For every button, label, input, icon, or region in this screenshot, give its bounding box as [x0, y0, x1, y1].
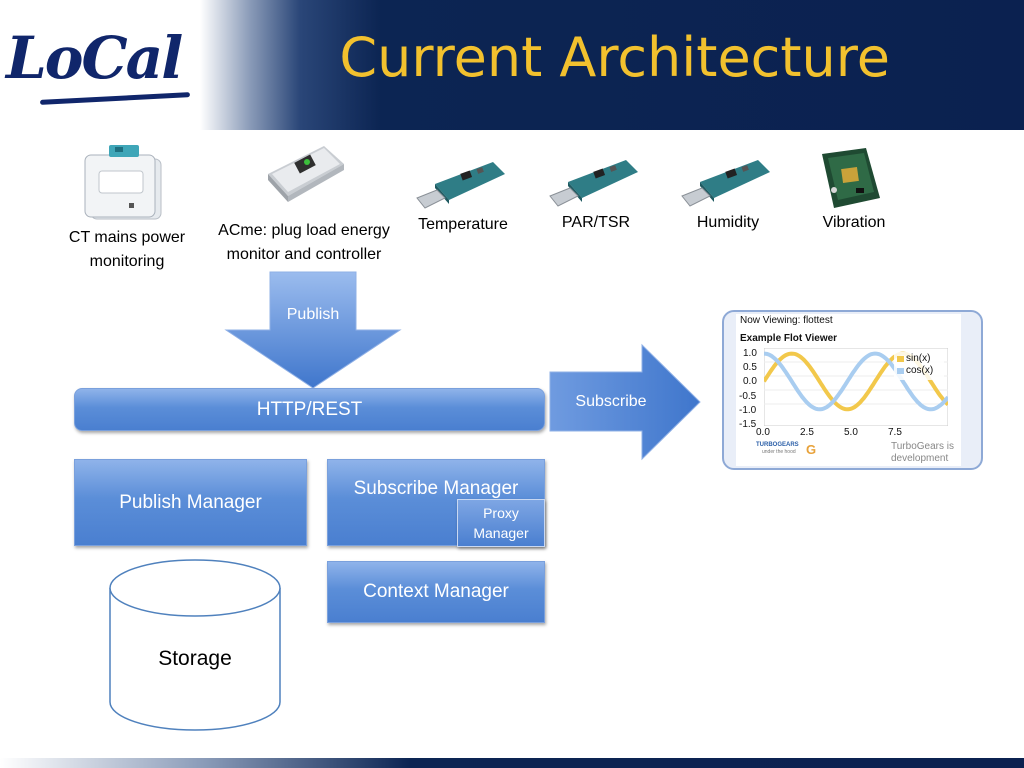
viewer-x-tick: 0.0 [756, 427, 770, 438]
subscribe-manager-label: Subscribe Manager [353, 478, 519, 499]
turbogears-g-icon: G [806, 442, 817, 457]
humidity-label: Humidity [696, 214, 760, 231]
par-mote-image [549, 160, 638, 207]
context-manager-box: Context Manager [327, 561, 545, 623]
viewer-footer-line2: development [891, 453, 949, 464]
humidity-mote-image [681, 160, 770, 207]
publish-arrow-label: Publish [286, 306, 340, 323]
proxy-manager-label-line2: Manager [473, 525, 529, 541]
viewer-heading: Example Flot Viewer [740, 333, 838, 344]
acme-label: ACme: plug load energy monitor and contr… [218, 222, 390, 263]
logo-text: LoCal [6, 24, 183, 92]
storage-cylinder [109, 559, 281, 731]
viewer-y-tick: -0.5 [739, 391, 757, 402]
proxy-manager-label-line1: Proxy [483, 505, 519, 521]
viewer-now-viewing: Now Viewing: flottest [740, 315, 833, 326]
temperature-label: Temperature [418, 216, 508, 233]
viewer-plot [764, 348, 948, 426]
temperature-mote-image [416, 162, 505, 209]
flot-viewer-screenshot: Now Viewing: flottest Example Flot Viewe… [722, 310, 983, 470]
ct-label: CT mains power monitoring [68, 229, 186, 270]
viewer-footer-line1: TurboGears is [891, 441, 954, 452]
ct-sensor-image [84, 145, 162, 220]
par-label: PAR/TSR [561, 214, 631, 231]
viewer-y-tick: 0.5 [743, 362, 757, 373]
proxy-manager-box: Proxy Manager [457, 499, 545, 547]
vibration-label: Vibration [822, 214, 886, 231]
viewer-x-tick: 7.5 [888, 427, 902, 438]
slide-title: Current Architecture [339, 26, 890, 89]
vibration-board-image [822, 148, 880, 208]
turbogears-tagline: under the hood [762, 449, 796, 455]
sin-legend-swatch [897, 356, 904, 362]
subscribe-arrow-label: Subscribe [575, 393, 647, 410]
publish-arrow [224, 271, 402, 389]
logo: LoCal [0, 20, 199, 110]
publish-manager-box: Publish Manager [74, 459, 307, 546]
flot-viewer-page: Now Viewing: flottest Example Flot Viewe… [736, 314, 961, 466]
subscribe-arrow [549, 343, 701, 461]
viewer-x-tick: 5.0 [844, 427, 858, 438]
turbogears-logo: TURBOGEARS [756, 442, 799, 448]
viewer-x-tick: 2.5 [800, 427, 814, 438]
legend-sin-label: sin(x) [906, 353, 931, 364]
http-rest-label: HTTP/REST [256, 398, 363, 420]
slide-footer [0, 758, 1024, 768]
context-manager-label: Context Manager [363, 581, 509, 602]
storage-label: Storage [158, 647, 232, 670]
viewer-y-tick: -1.5 [739, 419, 757, 430]
legend-cos-label: cos(x) [906, 365, 934, 376]
viewer-y-tick: 0.0 [743, 376, 757, 387]
cos-legend-swatch [897, 368, 904, 374]
acme-device-image [268, 146, 344, 202]
cos-series-line [764, 351, 948, 412]
http-rest-bar: HTTP/REST [74, 388, 545, 431]
viewer-y-tick: 1.0 [743, 348, 757, 359]
viewer-y-tick: -1.0 [739, 405, 757, 416]
publish-manager-label: Publish Manager [119, 491, 262, 513]
